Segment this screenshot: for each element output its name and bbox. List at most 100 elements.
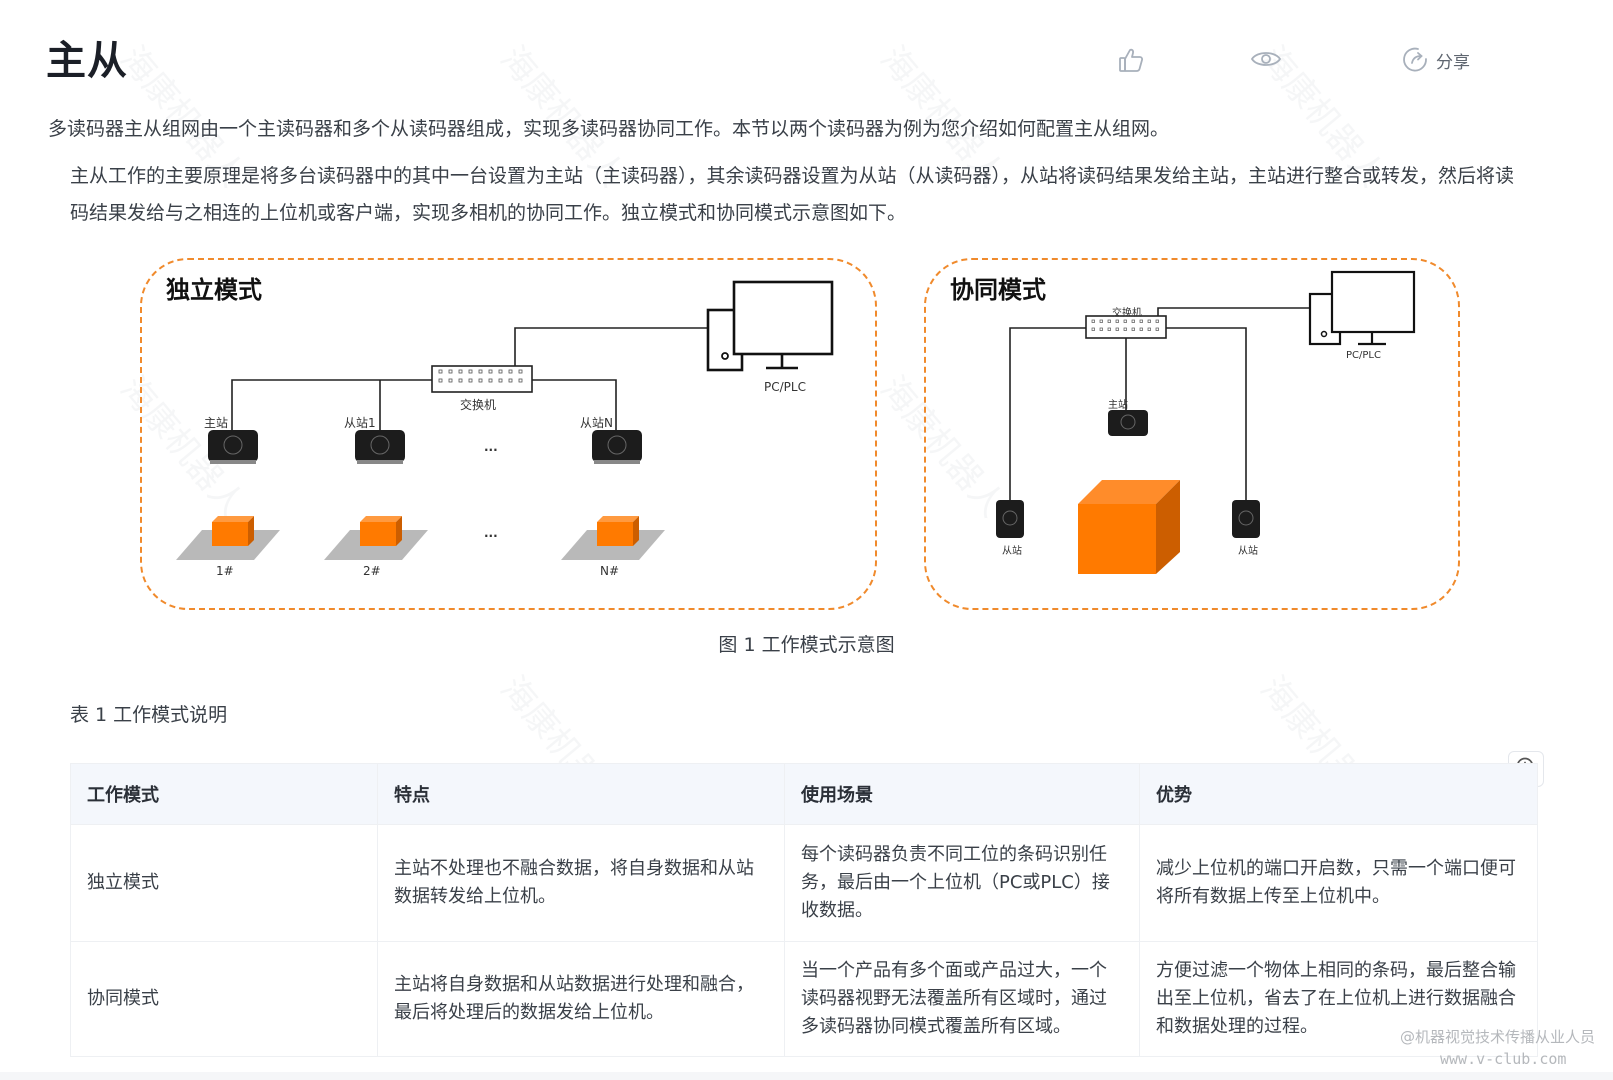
cell-advantage: 方便过滤一个物体上相同的条码，最后整合输出至上位机，省去了在上位机上进行数据融合… (1139, 941, 1538, 1057)
work-modes-table: 工作模式 特点 使用场景 优势 独立模式 主站不处理也不融合数据，将自身数据和从… (70, 763, 1538, 1057)
switch-port (1147, 327, 1151, 331)
page-bottom-bar (0, 1072, 1613, 1080)
switch-port (448, 369, 453, 374)
wire-master (231, 379, 432, 430)
switch-port (1123, 327, 1127, 331)
cooperative-mode-panel: 协同模式 (924, 258, 1460, 610)
reader-slave-left-icon (996, 500, 1024, 538)
switch-port (1131, 319, 1135, 323)
product-station (176, 516, 280, 560)
header-advantage: 优势 (1139, 763, 1538, 825)
switch-port (498, 378, 503, 383)
header-scenario: 使用场景 (784, 763, 1140, 825)
pc-plc-icon (706, 280, 834, 372)
share-icon (1402, 46, 1430, 74)
switch-port (1091, 319, 1095, 323)
cell-scenario: 当一个产品有多个面或产品过大，一个读码器视野无法覆盖所有区域时，通过多读码器协同… (784, 941, 1140, 1057)
reader-slave-right-icon (1232, 500, 1260, 538)
breadcrumb: ········ ·········· ·· ·· ········ (0, 0, 1613, 6)
reader-label-slaveN: 从站N (580, 416, 613, 430)
switch-port (1099, 327, 1103, 331)
reader-master-icon (208, 430, 258, 464)
share-label: 分享 (1436, 52, 1470, 73)
reader-label-master: 主站 (1108, 400, 1128, 411)
switch-port (1107, 319, 1111, 323)
breadcrumb-text: ········ ·········· ·· ·· ········ (48, 0, 199, 6)
switch-port (1123, 319, 1127, 323)
reader-label-master: 主站 (204, 416, 229, 430)
header-mode: 工作模式 (70, 763, 378, 825)
wire-slave-right (1166, 327, 1247, 500)
wire-pc (1157, 307, 1310, 322)
table-caption: 表 1 工作模式说明 (70, 704, 228, 726)
pc-plc-label: PC/PLC (764, 380, 806, 394)
switch-port (478, 369, 483, 374)
watermark-credit: @机器视觉技术传播从业人员 (1400, 1028, 1596, 1046)
product-station (324, 516, 428, 560)
intro-paragraph: 多读码器主从组网由一个主读码器和多个从读码器组成，实现多读码器协同工作。本节以两… (48, 118, 1170, 140)
independent-mode-diagram (176, 280, 834, 560)
switch-port (458, 378, 463, 383)
switch-port (1139, 319, 1143, 323)
switch-port (458, 369, 463, 374)
switch-icon (1085, 315, 1167, 339)
cell-features: 主站将自身数据和从站数据进行处理和融合，最后将处理后的数据发给上位机。 (377, 941, 785, 1057)
product-station (561, 516, 665, 560)
reader-label-slave1: 从站1 (344, 416, 376, 430)
switch-port (438, 369, 443, 374)
switch-icon (431, 365, 533, 393)
switch-port (468, 369, 473, 374)
watermark-url: www.v-club.com (1440, 1050, 1567, 1068)
cooperative-mode-title: 协同模式 (950, 276, 1046, 304)
switch-port (448, 378, 453, 383)
table-row: 独立模式 主站不处理也不融合数据，将自身数据和从站数据转发给上位机。 每个读码器… (70, 824, 1538, 942)
wire-slaveN (532, 379, 617, 430)
switch-port (1155, 319, 1159, 323)
like-button[interactable] (1117, 46, 1145, 74)
wire-slave-left (1009, 327, 1086, 500)
figure-caption: 图 1 工作模式示意图 (718, 634, 895, 656)
reader-slaveN-icon (592, 430, 642, 464)
work-mode-figure: 独立模式 (140, 258, 1460, 610)
independent-mode-title: 独立模式 (166, 276, 262, 304)
cell-advantage: 减少上位机的端口开启数，只需一个端口便可将所有数据上传至上位机中。 (1139, 824, 1538, 942)
table-row: 协同模式 主站将自身数据和从站数据进行处理和融合，最后将处理后的数据发给上位机。… (70, 941, 1538, 1057)
large-product-box (1078, 480, 1180, 574)
cell-mode: 协同模式 (70, 941, 378, 1057)
switch-port (478, 378, 483, 383)
station-label-2: 2# (363, 564, 381, 578)
switch-port (1131, 327, 1135, 331)
switch-port (1147, 319, 1151, 323)
switch-port (438, 378, 443, 383)
reader-label-slave-left: 从站 (1002, 546, 1022, 557)
header-features: 特点 (377, 763, 785, 825)
share-button[interactable]: 分享 (1402, 46, 1470, 74)
cell-features: 主站不处理也不融合数据，将自身数据和从站数据转发给上位机。 (377, 824, 785, 942)
switch-port (468, 378, 473, 383)
table-header-row: 工作模式 特点 使用场景 优势 (70, 763, 1538, 825)
ellipsis-stations: ... (484, 526, 498, 540)
page-title: 主从 (46, 38, 128, 84)
cell-mode: 独立模式 (70, 824, 378, 942)
switch-port (1139, 327, 1143, 331)
switch-port (518, 378, 523, 383)
switch-port (498, 369, 503, 374)
thumbs-up-icon (1117, 46, 1145, 74)
cell-scenario: 每个读码器负责不同工位的条码识别任务，最后由一个上位机（PC或PLC）接收数据。 (784, 824, 1140, 942)
switch-port (488, 369, 493, 374)
pc-plc-icon (1308, 270, 1416, 346)
reader-slave1-icon (355, 430, 405, 464)
switch-port (518, 369, 523, 374)
switch-port (1115, 327, 1119, 331)
view-button[interactable] (1250, 48, 1282, 70)
independent-mode-panel: 独立模式 (140, 258, 877, 610)
switch-port (1115, 319, 1119, 323)
pc-plc-label: PC/PLC (1346, 350, 1381, 361)
article-actions: 分享 (0, 44, 1613, 80)
principle-paragraph: 主从工作的主要原理是将多台读码器中的其中一台设置为主站（主读码器），其余读码器设… (70, 165, 1515, 224)
switch-port (508, 369, 513, 374)
switch-label: 交换机 (1112, 308, 1142, 319)
wire-pc (514, 327, 708, 370)
station-label-N: N# (600, 564, 620, 578)
switch-port (1091, 327, 1095, 331)
